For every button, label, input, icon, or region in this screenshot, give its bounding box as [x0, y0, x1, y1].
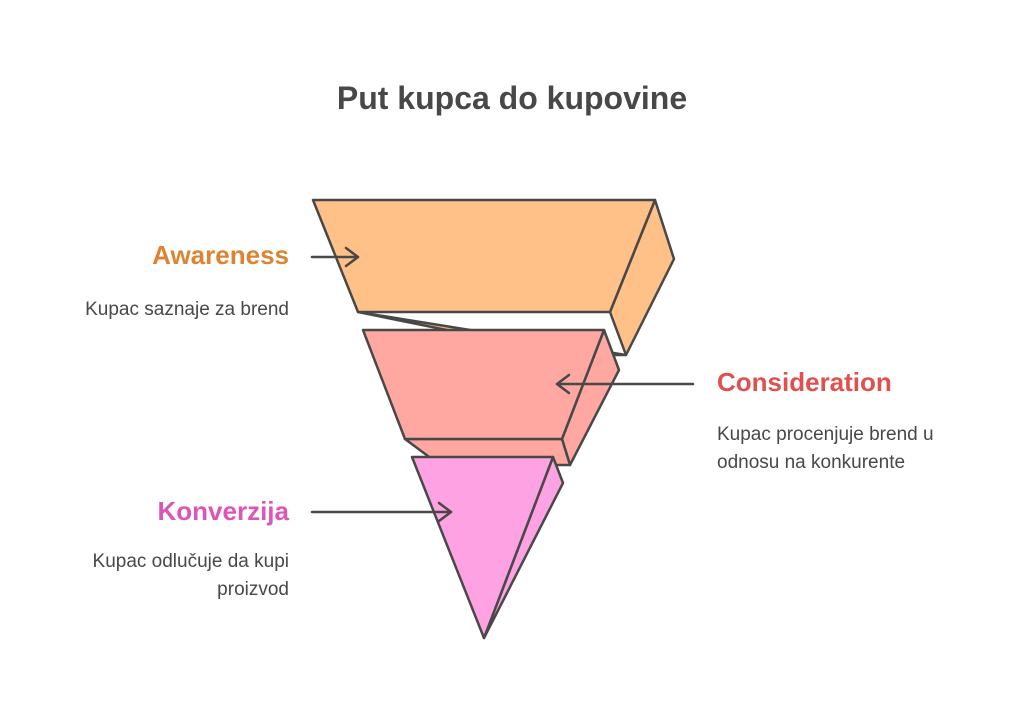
awareness-front-face	[311, 198, 657, 314]
konverzija-description: Kupac odlučuje da kupi proizvod	[93, 548, 289, 604]
diagram-title: Put kupca do kupovine	[336, 80, 688, 116]
konverzija-description-line-2: proizvod	[217, 579, 289, 600]
arrow-awareness	[310, 246, 360, 268]
awareness-description-line: Kupac saznaje za brend	[85, 299, 289, 320]
awareness-label: Awareness	[152, 240, 289, 270]
consideration-description-line-1: Kupac procenjuje brend u	[717, 424, 934, 445]
konverzija-front-face	[410, 455, 555, 640]
consideration-description: Kupac procenjuje brend u odnosu na konku…	[717, 421, 934, 477]
consideration-description-line-2: odnosu na konkurente	[717, 452, 906, 473]
consideration-front-face	[361, 328, 606, 441]
consideration-label: Consideration	[717, 367, 892, 397]
arrow-consideration	[555, 373, 695, 395]
funnel-layer-consideration	[361, 328, 621, 467]
konverzija-description-line-1: Kupac odlučuje da kupi	[92, 551, 289, 572]
arrow-konverzija	[310, 501, 453, 523]
funnel-layer-konverzija	[410, 455, 565, 640]
konverzija-label: Konverzija	[157, 496, 290, 526]
awareness-description: Kupac saznaje za brend	[85, 296, 289, 324]
